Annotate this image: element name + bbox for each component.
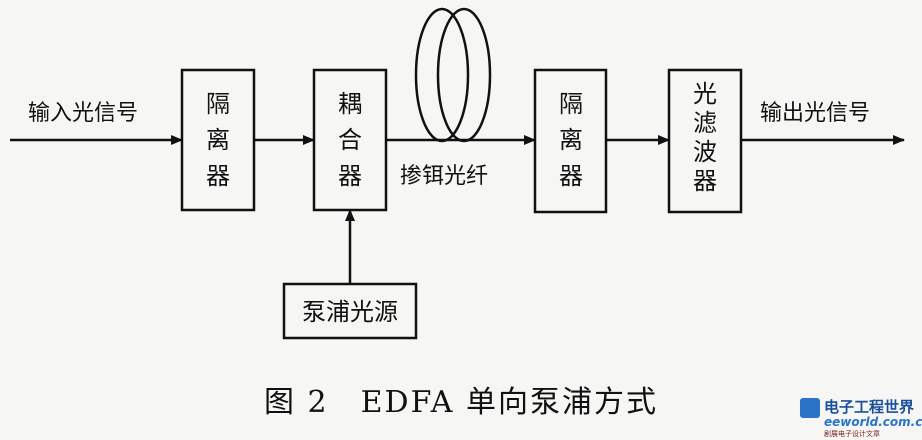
- coupler-char-3: 器: [338, 162, 362, 190]
- filter-char-4: 器: [693, 167, 717, 195]
- isolator-out-char-1: 隔: [559, 90, 583, 118]
- filter-box: [667, 68, 743, 214]
- isolator-out-char-2: 离: [559, 126, 583, 154]
- watermark-logo-icon: [800, 398, 820, 418]
- isolator-in-char-2: 离: [206, 126, 230, 154]
- coupler-box: [312, 68, 388, 212]
- isolator-out-char-3: 器: [559, 162, 583, 190]
- coupler-char-2: 合: [338, 126, 362, 154]
- fiber-coil-loop-1: [414, 7, 470, 143]
- watermark-brand: 电子工程世界: [824, 398, 914, 416]
- pump-source-box: [282, 282, 418, 340]
- isolator-in-box: [180, 68, 256, 212]
- watermark-url: eeworld.com.cn: [824, 415, 922, 429]
- pump-source-label: 泵浦光源: [302, 298, 398, 326]
- output-signal-label: 输出光信号: [760, 101, 870, 126]
- filter-char-3: 波: [693, 138, 717, 166]
- fiber-coil-loop-2: [436, 7, 492, 143]
- isolator-out-box: [533, 68, 608, 214]
- erbium-fiber-label: 掺铒光纤: [400, 164, 488, 189]
- eeworld-watermark: 电子工程世界 eeworld.com.cn 剧展电子设计文章: [800, 398, 922, 438]
- isolator-in-char-3: 器: [206, 162, 230, 190]
- watermark-slogan: 剧展电子设计文章: [824, 429, 880, 438]
- filter-char-2: 滤: [693, 109, 717, 137]
- figure-caption: 图 2 EDFA 单向泵浦方式: [264, 385, 658, 420]
- coupler-char-1: 耦: [338, 90, 362, 118]
- filter-char-1: 光: [693, 80, 717, 108]
- isolator-in-char-1: 隔: [206, 90, 230, 118]
- input-signal-label: 输入光信号: [28, 101, 138, 126]
